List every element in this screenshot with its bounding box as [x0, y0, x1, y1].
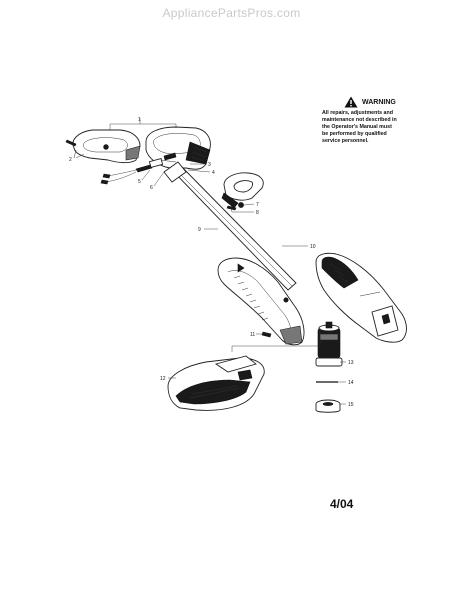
callout-7: 7 — [256, 202, 259, 208]
part-7-handle-knob[interactable] — [226, 202, 244, 211]
warning-line: maintenance not described in — [322, 117, 397, 123]
warning-header: WARNING — [344, 96, 414, 108]
callout-2: 2 — [69, 157, 72, 163]
part-12-guard[interactable] — [167, 355, 265, 411]
warning-title: WARNING — [362, 98, 396, 106]
part-1-right-housing[interactable] — [145, 126, 211, 170]
part-13-motor[interactable] — [315, 321, 343, 367]
warning-line: service personnel. — [322, 138, 369, 144]
warning-icon — [344, 96, 358, 108]
site-watermark: AppliancePartsPros.com — [162, 6, 301, 20]
part-5-switch-wire[interactable] — [100, 164, 153, 185]
callout-8: 8 — [256, 210, 259, 216]
part-10-right-housing[interactable] — [315, 252, 407, 343]
warning-notice: WARNING All repairs, adjustments and mai… — [322, 96, 414, 145]
part-9-shaft[interactable] — [163, 161, 297, 291]
part-11-lower-housing[interactable] — [217, 257, 305, 346]
callout-15: 15 — [348, 402, 354, 408]
callout-11: 11 — [250, 332, 255, 338]
warning-text: All repairs, adjustments and maintenance… — [322, 110, 414, 145]
callout-12: 12 — [160, 376, 166, 382]
callout-9: 9 — [198, 227, 201, 233]
callout-14: 14 — [348, 380, 354, 386]
part-2-left-cover[interactable] — [72, 129, 141, 164]
leader-lines — [75, 118, 346, 405]
part-15-spool[interactable] — [315, 399, 341, 413]
callout-labels: 1 2 3 4 5 6 7 8 9 10 11 12 13 14 15 — [69, 117, 354, 408]
callout-3: 3 — [208, 162, 211, 168]
warning-line: the Operator's Manual must — [322, 124, 392, 130]
date-code: 4/04 — [330, 497, 354, 511]
callout-4: 4 — [212, 170, 215, 176]
callout-10: 10 — [310, 244, 316, 250]
callout-13: 13 — [348, 360, 354, 366]
part-4-assist-handle[interactable] — [221, 172, 264, 209]
warning-line: be performed by qualified — [322, 131, 387, 137]
callout-6: 6 — [150, 185, 153, 191]
warning-line: All repairs, adjustments and — [322, 110, 393, 116]
callout-1: 1 — [138, 117, 141, 123]
screw-2[interactable] — [65, 139, 77, 147]
screw-11[interactable] — [261, 331, 272, 338]
part-6-cord-clamp[interactable] — [148, 152, 177, 169]
callout-5: 5 — [138, 179, 141, 185]
